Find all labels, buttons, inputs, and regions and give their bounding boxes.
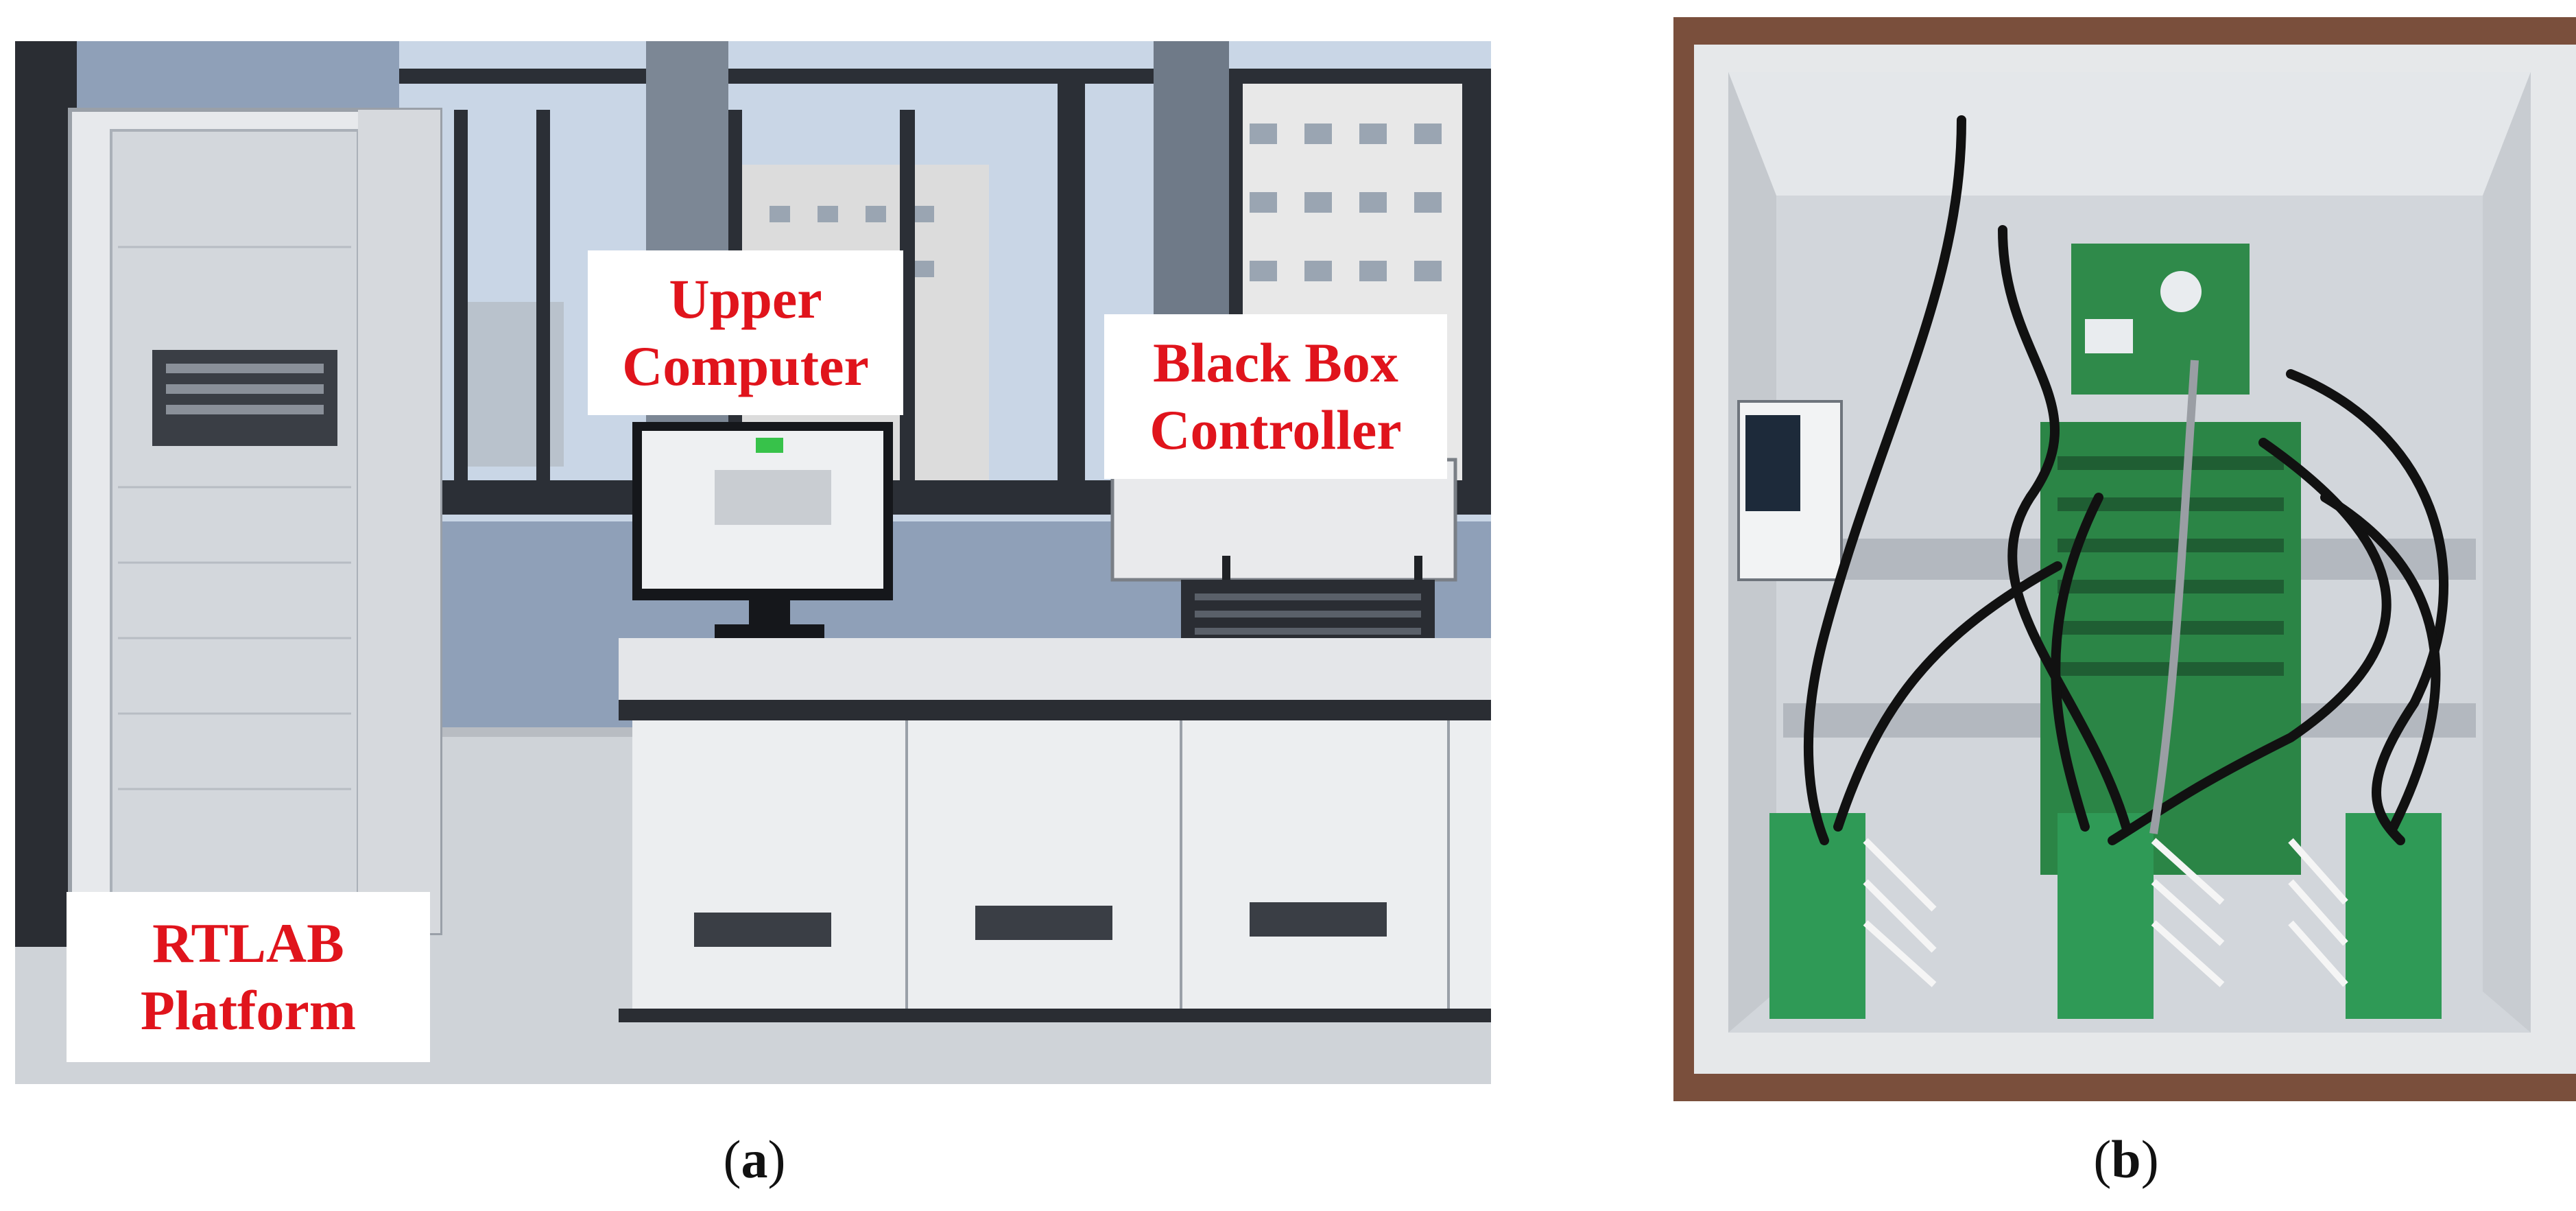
label-black-box-controller-line-2: Controller [1149,399,1402,461]
caption-panel-b-letter: b [2111,1129,2141,1189]
caption-panel-b: (b) [2093,1129,2159,1189]
label-upper-computer-line-1: Upper [669,267,822,330]
photo-panel-a: Upper Computer Black Box Controller RTLA… [15,41,1491,1084]
terminal-board-left [1769,813,1865,1019]
label-rtlab-platform-line-1: RTLAB [152,911,344,974]
lab-scene-illustration [15,41,1491,1084]
label-rtlab-platform: RTLAB Platform [67,892,430,1062]
label-black-box-controller: Black Box Controller [1104,314,1447,479]
label-upper-computer: Upper Computer [588,250,903,415]
terminal-board-right [2346,813,2442,1019]
label-upper-computer-line-2: Computer [622,335,869,397]
black-box-controller [1110,458,1457,582]
caption-panel-a-letter: a [741,1129,768,1189]
label-rtlab-platform-line-2: Platform [140,979,357,1042]
controller-enclosure-illustration [1673,17,2576,1101]
desk-cabinets [632,720,1491,1009]
caption-panel-a: (a) [723,1129,786,1189]
terminal-board-center [2058,813,2154,1019]
photo-panel-b [1673,17,2576,1101]
label-black-box-controller-line-1: Black Box [1153,331,1398,394]
